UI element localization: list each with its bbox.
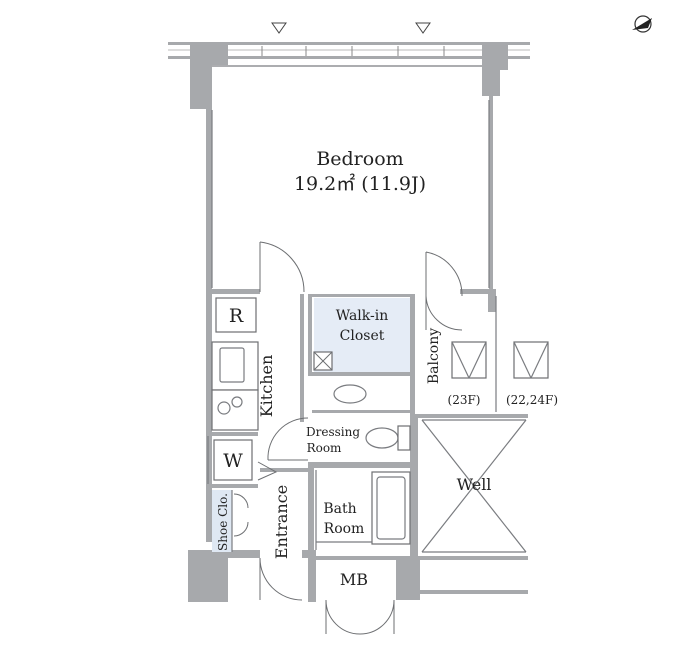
toilet bbox=[365, 427, 399, 449]
walls bbox=[168, 42, 530, 602]
washbasin bbox=[333, 384, 367, 404]
compass-icon bbox=[632, 15, 652, 33]
ac-unit-23f bbox=[451, 341, 487, 379]
shoe-closet-label: Shoe Clo. bbox=[216, 493, 230, 551]
sink bbox=[211, 341, 259, 391]
bedroom-area-label: 19.2㎡ (11.9J) bbox=[294, 172, 426, 195]
bath-room-label-1: Bath bbox=[323, 501, 356, 517]
window-arrow-icon bbox=[271, 22, 287, 34]
ac-unit-2224f bbox=[513, 341, 549, 379]
window-arrow-icon bbox=[415, 22, 431, 34]
dressing-room-label-2: Room bbox=[307, 441, 342, 455]
stove bbox=[211, 389, 259, 431]
dressing-room-label-1: Dressing bbox=[306, 425, 360, 439]
well-label: Well bbox=[457, 475, 492, 494]
well bbox=[421, 419, 527, 553]
bath-room-label-2: Room bbox=[324, 521, 365, 537]
doors bbox=[233, 241, 463, 635]
shoe-closet bbox=[212, 490, 232, 552]
refrigerator bbox=[215, 297, 257, 333]
balcony-label: Balcony bbox=[426, 328, 442, 384]
mb-label: MB bbox=[340, 570, 368, 589]
bathtub bbox=[371, 471, 411, 545]
refrigerator-label: R bbox=[229, 305, 244, 327]
walkin-closet-label-2: Closet bbox=[340, 328, 385, 344]
floor-23f-label: (23F) bbox=[448, 393, 481, 407]
washer bbox=[213, 439, 253, 481]
walkin-closet-label-1: Walk-in bbox=[336, 308, 388, 324]
entrance-label: Entrance bbox=[272, 485, 291, 559]
kitchen-label: Kitchen bbox=[257, 355, 276, 418]
bedroom-label: Bedroom bbox=[316, 148, 403, 170]
floor-2224f-label: (22,24F) bbox=[506, 393, 558, 407]
washer-label: W bbox=[223, 450, 243, 472]
